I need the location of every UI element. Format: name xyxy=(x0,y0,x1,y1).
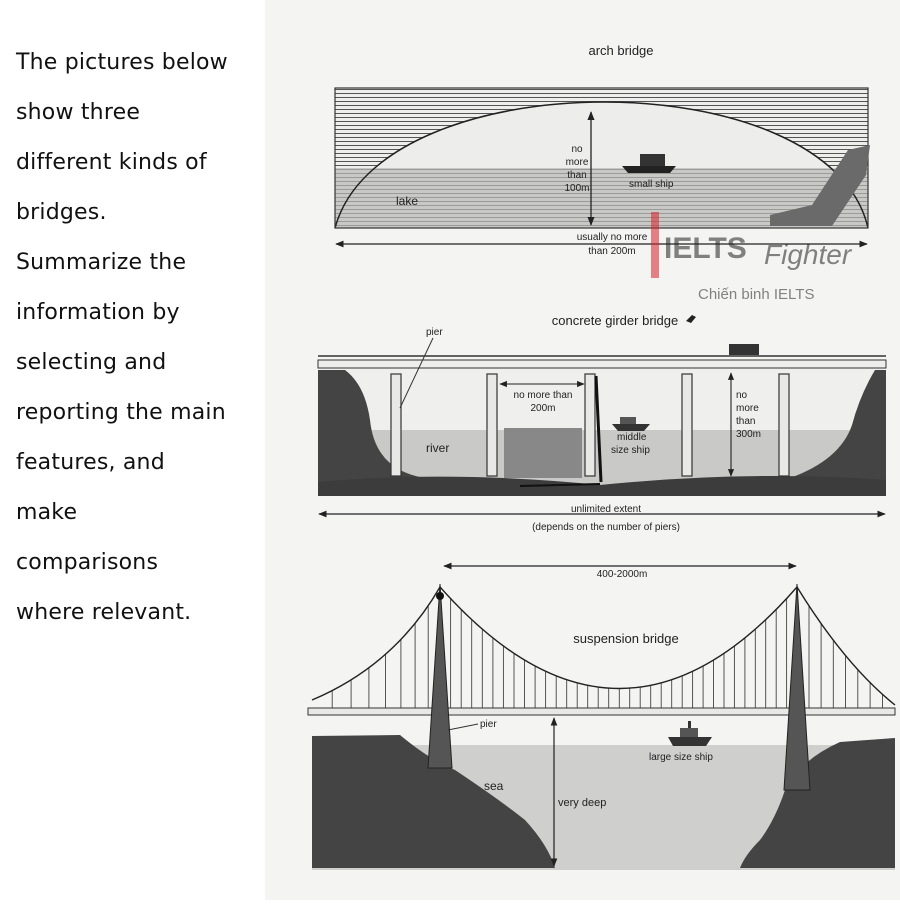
girder-pier-label: pier xyxy=(426,327,443,338)
main-cable-left-backstay xyxy=(311,586,441,701)
bridges-diagram: arch bridge no more than 100m small ship… xyxy=(307,43,896,870)
arch-height-label: more xyxy=(566,157,589,168)
ink-mark xyxy=(686,315,696,323)
pier-column xyxy=(778,373,790,477)
task-prompt: The pictures below show three different … xyxy=(16,38,266,638)
sea-label: sea xyxy=(484,779,504,793)
left-cliff xyxy=(312,735,555,868)
suspension-bridge-diagram: 400-2000m suspension bridge pier large s… xyxy=(307,562,896,870)
prompt-line: show three xyxy=(16,100,141,125)
large-ship-icon xyxy=(668,721,712,746)
arch-bridge-title: arch bridge xyxy=(588,43,653,58)
suspension-pier-label: pier xyxy=(480,719,497,730)
watermark-brand: IELTS xyxy=(664,232,747,265)
left-tower xyxy=(427,583,453,769)
middle-ship-icon xyxy=(612,417,650,431)
girder-height-label: than xyxy=(736,416,755,427)
pier-column xyxy=(681,373,693,477)
pier-column xyxy=(486,373,498,477)
riverbed xyxy=(318,476,886,496)
arch-height-label: 100m xyxy=(564,183,589,194)
girder-piers xyxy=(390,373,790,477)
girder-height-label: more xyxy=(736,403,759,414)
main-cable-center xyxy=(439,586,798,690)
prompt-line: features, and xyxy=(16,450,165,475)
prompt-line: Summarize the xyxy=(16,250,187,275)
arch-curve xyxy=(335,101,868,228)
prompt-line: make xyxy=(16,500,78,525)
arch-span-label: than 200m xyxy=(588,246,635,257)
left-riverbank xyxy=(318,370,425,490)
ink-smudge xyxy=(770,145,870,226)
prompt-line: The pictures below xyxy=(16,50,228,75)
suspension-bridge-title: suspension bridge xyxy=(573,631,679,646)
prompt-line: where relevant. xyxy=(16,600,192,625)
girder-bridge-diagram: concrete girder bridge pier no more than… xyxy=(317,313,887,533)
girder-span-label: (depends on the number of piers) xyxy=(532,522,680,533)
prompt-line: comparisons xyxy=(16,550,159,575)
pier-leader-line xyxy=(399,337,434,409)
redaction-block xyxy=(504,428,582,478)
suspension-hangers xyxy=(331,598,883,708)
watermark-script: Fighter xyxy=(764,239,853,270)
sea-depth-label: very deep xyxy=(558,797,606,809)
right-cliff xyxy=(740,738,895,868)
ieltsfighter-watermark: IELTS Fighter Chiến binh IELTS xyxy=(651,212,853,303)
arch-bridge-diagram: arch bridge no more than 100m small ship… xyxy=(334,43,870,257)
middle-ship-label: size ship xyxy=(611,445,650,456)
arch-height-label: than xyxy=(567,170,586,181)
large-ship-label: large size ship xyxy=(649,752,713,763)
ink-stroke xyxy=(594,375,603,483)
ink-stroke xyxy=(519,483,601,487)
girder-deck xyxy=(317,359,887,369)
girder-span-label: unlimited extent xyxy=(571,504,641,515)
pier-gap-label: no more than xyxy=(514,390,573,401)
watermark-bar-icon xyxy=(651,212,659,278)
girder-height-label: 300m xyxy=(736,429,761,440)
prompt-line: information by xyxy=(16,300,180,325)
ink-blot xyxy=(436,592,444,600)
main-cable-right-backstay xyxy=(796,586,896,706)
prompt-line: bridges. xyxy=(16,200,107,225)
right-riverbank xyxy=(790,370,886,488)
pier-column xyxy=(584,373,596,477)
small-ship-icon xyxy=(622,154,676,173)
middle-ship-label: middle xyxy=(617,432,647,443)
girder-height-label: no xyxy=(736,390,748,401)
lake-label: lake xyxy=(396,194,418,208)
suspension-deck xyxy=(307,707,896,716)
prompt-line: reporting the main xyxy=(16,400,226,425)
suspension-span-label: 400-2000m xyxy=(597,569,648,580)
girder-bridge-title: concrete girder bridge xyxy=(552,313,678,328)
prompt-line: different kinds of xyxy=(16,150,207,175)
pier-gap-label: 200m xyxy=(530,403,555,414)
right-tower xyxy=(783,583,811,791)
prompt-line: selecting and xyxy=(16,350,167,375)
small-ship-label: small ship xyxy=(629,179,674,190)
arch-span-label: usually no more xyxy=(577,232,648,243)
watermark-tagline: Chiến binh IELTS xyxy=(698,286,814,303)
bridges-figure: arch bridge no more than 100m small ship… xyxy=(265,0,900,900)
river-label: river xyxy=(426,441,449,455)
pier-leader-line xyxy=(447,723,479,731)
arch-height-label: no xyxy=(571,144,583,155)
truck-icon xyxy=(729,344,759,355)
pier-column xyxy=(390,373,402,477)
